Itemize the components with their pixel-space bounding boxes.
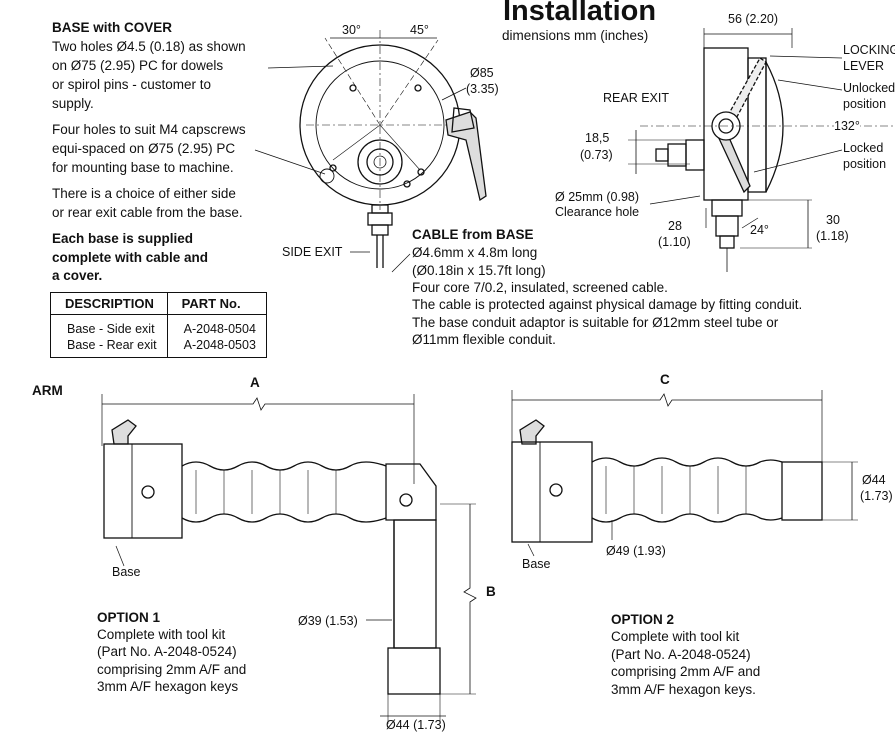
dim-28-label: 28 xyxy=(668,219,682,233)
option1-title: OPTION 1 xyxy=(97,610,161,625)
cable-heading: CABLE from BASE xyxy=(412,227,534,242)
parts-table: DESCRIPTION PART No. Base - Side exit A-… xyxy=(50,292,267,358)
dia44-right-label: Ø44 xyxy=(862,473,886,487)
note-line: on Ø75 (2.95) PC for dowels xyxy=(52,58,224,73)
base-front-view xyxy=(254,30,487,273)
unlocked-label: Unlocked xyxy=(843,81,895,95)
cable-line: Ø4.6mm x 4.8m long xyxy=(412,245,538,260)
clearance-label: Ø 25mm (0.98) xyxy=(555,190,640,204)
note-line: Two holes Ø4.5 (0.18) as shown xyxy=(52,39,246,54)
cable-line: Ø11mm flexible conduit. xyxy=(412,332,556,347)
dim-30-label: 30 xyxy=(826,213,840,227)
arm-option-1-drawing xyxy=(101,394,477,724)
table-row: Base - Side exit A-2048-0504 xyxy=(51,314,267,337)
supply-note: complete with cable and xyxy=(52,250,209,265)
side-exit-label: SIDE EXIT xyxy=(282,245,343,259)
option2-line: (Part No. A-2048-0524) xyxy=(611,647,751,662)
option1-line: 3mm A/F hexagon keys xyxy=(97,679,239,694)
width-56-label: 56 (2.20) xyxy=(728,12,779,26)
page-subtitle: dimensions mm (inches) xyxy=(502,28,649,43)
base-label: Base xyxy=(522,557,551,571)
dia85-inch-label: (3.35) xyxy=(466,82,499,96)
note-line: There is a choice of either side xyxy=(52,186,236,201)
locked-label: position xyxy=(843,157,887,171)
option1-line: Complete with tool kit xyxy=(97,627,226,642)
table-header-part: PART No. xyxy=(166,292,267,315)
cable-line: The cable is protected against physical … xyxy=(412,297,803,312)
note-line: or rear exit cable from the base. xyxy=(52,205,243,220)
option2-line: Complete with tool kit xyxy=(611,629,740,644)
option2-line: comprising 2mm A/F and xyxy=(611,664,761,679)
base-side-view xyxy=(628,28,895,272)
dim-a-label: A xyxy=(250,375,260,390)
cell-part: A-2048-0504 xyxy=(166,314,267,337)
note-line: or spirol pins - customer to xyxy=(52,77,212,92)
offset-label: (0.73) xyxy=(580,148,613,162)
dia44-bottom-label: Ø44 (1.73) xyxy=(386,718,446,732)
dia49-label: Ø49 (1.93) xyxy=(606,544,666,558)
locked-label: Locked xyxy=(843,141,884,155)
rear-exit-label: REAR EXIT xyxy=(603,91,669,105)
offset-label: 18,5 xyxy=(585,131,610,145)
supply-note: Each base is supplied xyxy=(52,231,194,246)
dim-b-label: B xyxy=(486,584,496,599)
dia85-label: Ø85 xyxy=(470,66,494,80)
dim-28-label: (1.10) xyxy=(658,235,691,249)
base-label: Base xyxy=(112,565,141,579)
cell-part: A-2048-0503 xyxy=(166,337,267,358)
option1-line: (Part No. A-2048-0524) xyxy=(97,644,237,659)
angle-30-label: 30° xyxy=(342,23,361,37)
dia44-right-label: (1.73) xyxy=(860,489,893,503)
cell-description: Base - Rear exit xyxy=(67,338,157,352)
note-line: supply. xyxy=(52,96,94,111)
unlocked-label: position xyxy=(843,97,887,111)
note-line: Four holes to suit M4 capscrews xyxy=(52,122,246,137)
clearance-label: Clearance hole xyxy=(555,205,640,219)
supply-note: a cover. xyxy=(52,268,103,283)
locking-lever-label: LEVER xyxy=(843,59,884,73)
angle-24-label: 24° xyxy=(750,223,769,237)
table-header-description: DESCRIPTION xyxy=(50,292,168,315)
cell-description: Base - Side exit xyxy=(67,322,155,336)
page-title: Installation xyxy=(503,0,657,27)
cable-line: Four core 7/0.2, insulated, screened cab… xyxy=(412,280,668,295)
angle-45-label: 45° xyxy=(410,23,429,37)
cable-line: The base conduit adaptor is suitable for… xyxy=(412,315,779,330)
arm-label: ARM xyxy=(32,383,63,398)
table-row: Base - Rear exit A-2048-0503 xyxy=(51,337,267,358)
note-line: for mounting base to machine. xyxy=(52,160,234,175)
base-cover-heading: BASE with COVER xyxy=(52,20,173,35)
note-line: equi-spaced on Ø75 (2.95) PC xyxy=(52,141,236,156)
cable-line: (Ø0.18in x 15.7ft long) xyxy=(412,263,546,278)
option1-line: comprising 2mm A/F and xyxy=(97,662,247,677)
locking-lever-label: LOCKING xyxy=(843,43,895,57)
angle-132-label: 132° xyxy=(834,119,860,134)
dim-30-label: (1.18) xyxy=(816,229,849,243)
option2-title: OPTION 2 xyxy=(611,612,675,627)
dia39-label: Ø39 (1.53) xyxy=(298,614,358,628)
option2-line: 3mm A/F hexagon keys. xyxy=(611,682,756,697)
arm-option-2-drawing xyxy=(511,390,858,557)
dim-c-label: C xyxy=(660,372,670,387)
